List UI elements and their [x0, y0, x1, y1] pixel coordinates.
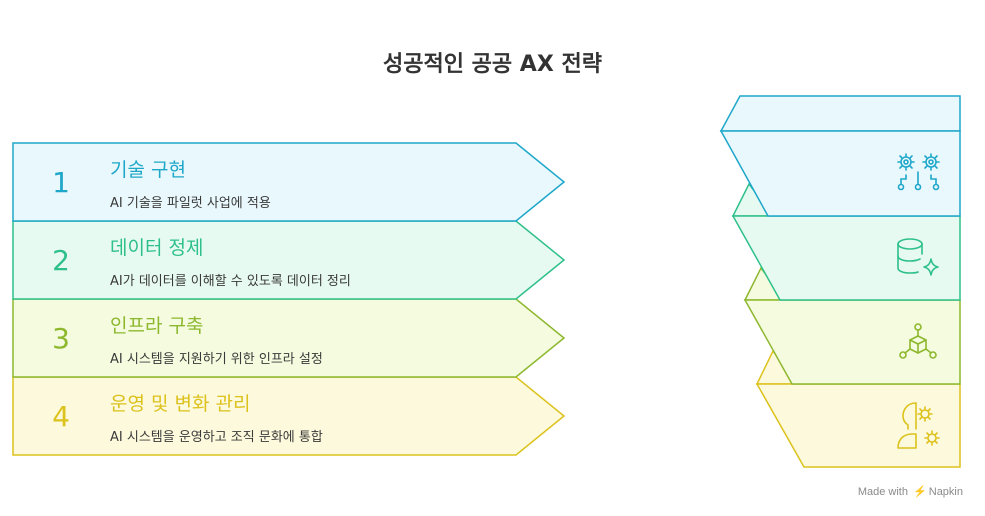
- step-1-block-top: [719, 95, 961, 132]
- step-2-description: AI가 데이터를 이해할 수 있도록 데이터 정리: [110, 274, 351, 289]
- step-4-number: 4: [52, 400, 70, 433]
- step-4-title: 운영 및 변화 관리: [110, 393, 251, 415]
- head-gears-icon: [897, 402, 940, 449]
- step-3-title: 인프라 구축: [110, 315, 204, 337]
- step-1-description: AI 기술을 파일럿 사업에 적용: [110, 196, 271, 211]
- step-4-description: AI 시스템을 운영하고 조직 문화에 통합: [110, 430, 323, 445]
- step-2-title: 데이터 정제: [110, 237, 204, 259]
- database-sparkle-icon: [897, 238, 939, 276]
- step-1-block: [719, 130, 961, 217]
- footer-brand: Napkin: [928, 486, 963, 498]
- step-2-number: 2: [52, 244, 70, 277]
- footer-made-with: Made with: [857, 486, 908, 498]
- step-1-number: 1: [52, 166, 70, 199]
- gears-network-icon: [897, 153, 940, 191]
- step-3-description: AI 시스템을 지원하기 위한 인프라 설정: [110, 352, 323, 367]
- step-1-group: [12, 95, 961, 222]
- step-1-arrow: [12, 142, 566, 222]
- cube-network-icon: [899, 323, 937, 359]
- footer-credit: Made with ⚡Napkin: [858, 485, 963, 498]
- diagram-title: 성공적인 공공 AX 전략: [383, 52, 602, 77]
- step-1-title: 기술 구현: [110, 159, 186, 181]
- step-2-group: [12, 182, 961, 301]
- step-3-number: 3: [52, 322, 70, 355]
- napkin-logo-icon: ⚡: [913, 486, 927, 498]
- step-4-block: [755, 383, 961, 468]
